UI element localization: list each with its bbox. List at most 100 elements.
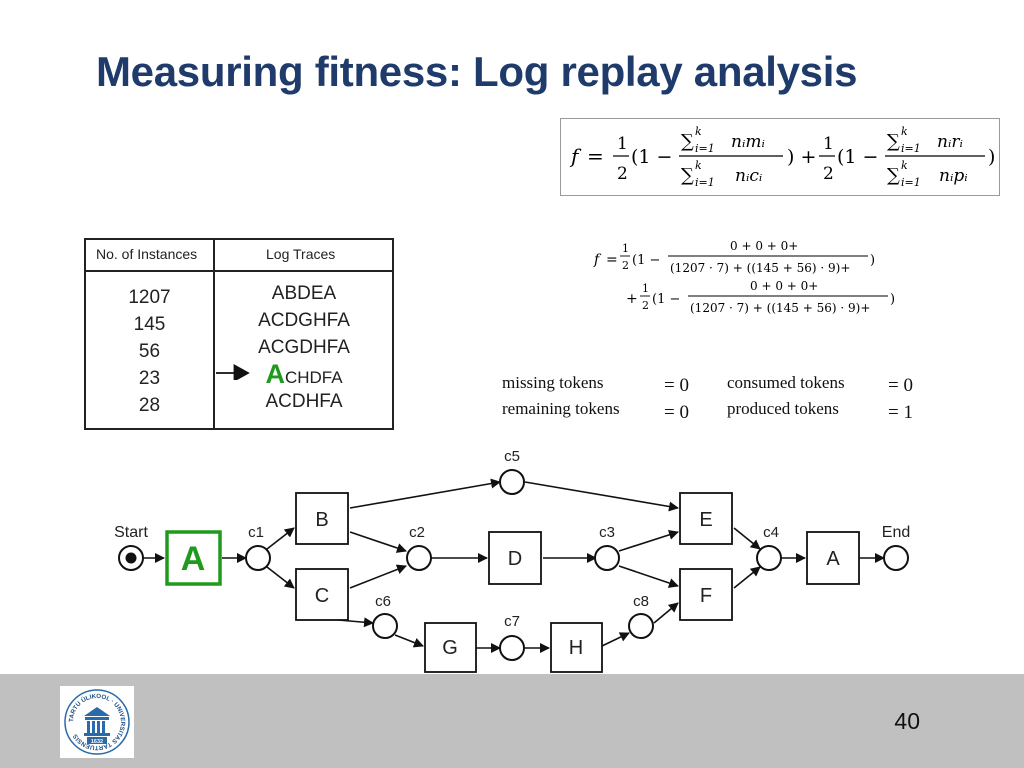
arc	[349, 478, 501, 509]
petri-transitions	[165, 492, 860, 673]
term-np: nᵢpᵢ	[939, 166, 968, 186]
log-table: No. of Instances Log Traces 1207 145 56 …	[84, 238, 394, 430]
formula-f: f	[569, 144, 582, 168]
transition-A-end	[806, 531, 860, 585]
transition-label-G: G	[442, 637, 458, 659]
formula-half-den-2: 2	[823, 164, 834, 184]
arc	[601, 632, 630, 647]
calc-close-2: )	[890, 292, 895, 307]
produced-tokens-value: = 1	[888, 402, 913, 423]
formula-half-den: 2	[617, 164, 628, 184]
calc-open-2: (1 −	[652, 292, 680, 307]
arc	[394, 634, 424, 648]
formula-half-num: 1	[617, 134, 628, 154]
missing-tokens-value: = 0	[664, 375, 689, 396]
transition-label-C: C	[315, 585, 329, 607]
arc	[733, 566, 761, 589]
sum-sup-4: k	[901, 159, 908, 172]
place-label-c1: c1	[248, 524, 264, 541]
formula-close-plus: ) +	[787, 146, 816, 168]
trace-cell: ACGDHFA	[258, 337, 350, 358]
log-table-header	[86, 240, 392, 272]
consumed-tokens-label: consumed tokens	[727, 373, 845, 392]
place-c7	[499, 635, 525, 661]
university-seal-icon: TARTU ÜLIKOOL · UNIVERSITAS TARTUENSIS 1…	[64, 689, 130, 755]
arc	[524, 481, 679, 512]
arc	[266, 566, 295, 589]
remaining-tokens-label: remaining tokens	[502, 399, 620, 418]
place-c4	[756, 545, 782, 571]
start-label: Start	[114, 524, 148, 541]
formula-open-2: (1 −	[837, 146, 878, 168]
slide-footer	[0, 674, 1024, 768]
instance-counts: 1207 145 56 23 28	[86, 284, 213, 419]
missing-tokens-label: missing tokens	[502, 373, 604, 392]
calc-num-1: 0 + 0 + 0+	[730, 239, 798, 253]
petri-arcs	[143, 478, 885, 653]
start-token	[125, 552, 137, 564]
petri-places	[118, 469, 909, 661]
current-trace-arrow	[216, 364, 250, 380]
sum-sup-3: k	[901, 125, 908, 138]
transition-label-D: D	[508, 548, 522, 570]
end-place	[883, 545, 909, 571]
transition-label-F: F	[700, 585, 712, 607]
remaining-tokens-value: = 0	[664, 402, 689, 423]
transition-F	[679, 568, 733, 621]
trace-cell-highlighted: ACHDFA	[215, 361, 393, 388]
place-label-c3: c3	[599, 524, 615, 541]
transition-label-A-end: A	[826, 548, 840, 570]
log-traces: ABDEA ACDGHFA ACGDHFA ACHDFA ACDHFA	[215, 280, 393, 415]
transition-label-E: E	[699, 509, 712, 531]
transition-H	[550, 622, 603, 673]
place-c5	[499, 469, 525, 495]
transition-B	[295, 492, 349, 545]
petri-net: A B C D E F G H A Start End c1 c2 c3 c4 …	[114, 448, 910, 673]
arc	[733, 527, 761, 550]
formula-half-num-2: 1	[823, 134, 834, 154]
fitness-formula: f = 1 2 (1 − ∑ k i=1 nᵢmᵢ ∑ k i=1 nᵢcᵢ )…	[569, 125, 995, 189]
arc	[618, 565, 679, 588]
place-label-c4: c4	[763, 524, 779, 541]
term-nr: nᵢrᵢ	[937, 132, 963, 152]
sum-denominator-1: ∑	[681, 165, 694, 186]
calc-eq: =	[606, 252, 618, 268]
place-label-c5: c5	[504, 448, 520, 465]
formula-close: )	[988, 146, 995, 168]
current-event: A	[265, 359, 285, 389]
arc	[653, 602, 679, 624]
place-label-c6: c6	[375, 593, 391, 610]
calc-f: f	[593, 252, 602, 268]
place-label-c8: c8	[633, 593, 649, 610]
calc-close-1: )	[870, 253, 875, 268]
arc	[266, 527, 295, 550]
calc-half-den-2: 2	[642, 299, 649, 312]
calc-num-2: 0 + 0 + 0+	[750, 279, 818, 293]
sum-numerator-1: ∑	[681, 131, 694, 152]
place-c3	[594, 545, 620, 571]
calc-half-num-1: 1	[622, 242, 629, 255]
arc	[349, 564, 407, 589]
trace-cell: ACDHFA	[265, 391, 343, 412]
formula-eq: =	[587, 144, 604, 168]
calc-half-den-1: 2	[622, 259, 629, 272]
calc-den-1: (1207 · 7) + ((145 + 56) · 9)+	[670, 261, 850, 275]
calc-plus: +	[626, 291, 638, 307]
term-nm: nᵢmᵢ	[731, 132, 765, 152]
place-c8	[628, 613, 654, 639]
term-nc: nᵢcᵢ	[735, 166, 762, 186]
sum-denominator-2: ∑	[887, 165, 900, 186]
place-c6	[372, 613, 398, 639]
count-cell: 56	[138, 341, 161, 362]
calc-half-num-2: 1	[642, 282, 649, 295]
arc	[349, 531, 407, 553]
sum-sub-4: i=1	[901, 176, 921, 189]
transition-C	[295, 568, 349, 621]
count-cell: 28	[138, 395, 161, 416]
fitness-formula-box: f = 1 2 (1 − ∑ k i=1 nᵢmᵢ ∑ k i=1 nᵢcᵢ )…	[560, 118, 1000, 196]
page-number: 40	[894, 708, 920, 734]
col-traces-header: Log Traces	[266, 246, 336, 262]
calc-open-1: (1 −	[632, 253, 660, 268]
place-label-c7: c7	[504, 613, 520, 630]
formula-open-1: (1 −	[631, 146, 672, 168]
